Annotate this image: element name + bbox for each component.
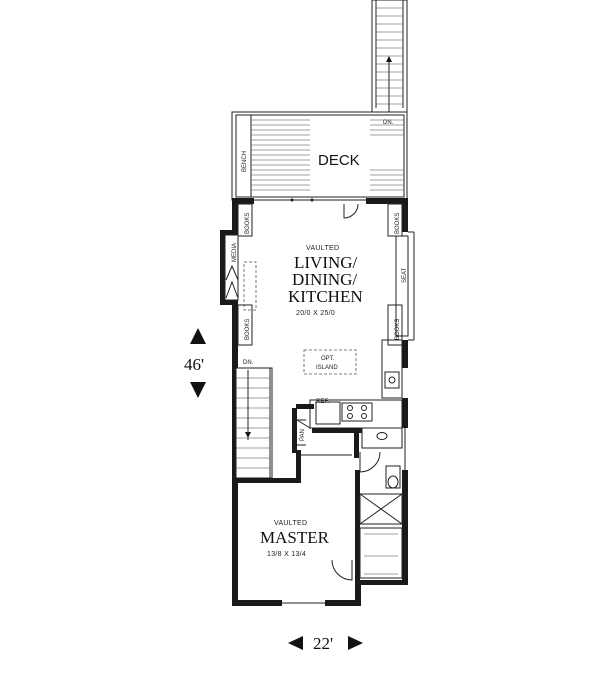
depth-dimension-label: 46' (184, 355, 204, 374)
kitchen-counter (296, 339, 403, 429)
living-name-line3: KITCHEN (288, 287, 363, 306)
width-dimension-label: 22' (313, 634, 333, 653)
island-label-line2: ISLAND (316, 365, 338, 371)
exterior-walls (220, 198, 415, 606)
stair-down-label-left: DN. (243, 360, 254, 366)
pantry-label: PAN (300, 429, 306, 441)
deck-area (231, 111, 408, 201)
master-vaulted-label: VAULTED (274, 520, 307, 527)
interior-stair (235, 367, 273, 479)
width-dimension (288, 636, 363, 650)
living-vaulted-label: VAULTED (306, 245, 339, 252)
arrow-left-icon (288, 636, 303, 650)
deck-label: DECK (318, 152, 360, 169)
books-bottom-right-label: BOOKS (395, 319, 401, 340)
stair-down-label-top: DN. (383, 120, 394, 126)
depth-dimension (190, 328, 206, 398)
books-top-right-label: BOOKS (395, 213, 401, 234)
media-label: MEDIA (232, 243, 238, 262)
bench-label: BENCH (242, 151, 248, 172)
living-name-line2: DINING/ (292, 270, 357, 289)
arrow-up-icon (190, 328, 206, 344)
bathroom (312, 427, 403, 580)
island-outline (303, 349, 357, 375)
arrow-down-icon (190, 382, 206, 398)
built-ins (224, 203, 409, 346)
books-top-left-label: BOOKS (245, 213, 251, 234)
master-bedroom (236, 450, 353, 581)
books-bottom-left-label: BOOKS (245, 319, 251, 340)
seat-label: SEAT (402, 267, 408, 283)
arrow-right-icon (348, 636, 363, 650)
living-name-line1: LIVING/ (294, 253, 358, 272)
master-name-label: MASTER (260, 528, 330, 547)
pantry (292, 408, 311, 453)
living-size-label: 20/0 X 25/0 (296, 310, 335, 317)
island-label-line1: OPT. (321, 356, 335, 362)
master-size-label: 13/8 X 13/4 (267, 551, 306, 558)
ref-label: REF. (316, 399, 329, 405)
exterior-stair (371, 0, 408, 113)
